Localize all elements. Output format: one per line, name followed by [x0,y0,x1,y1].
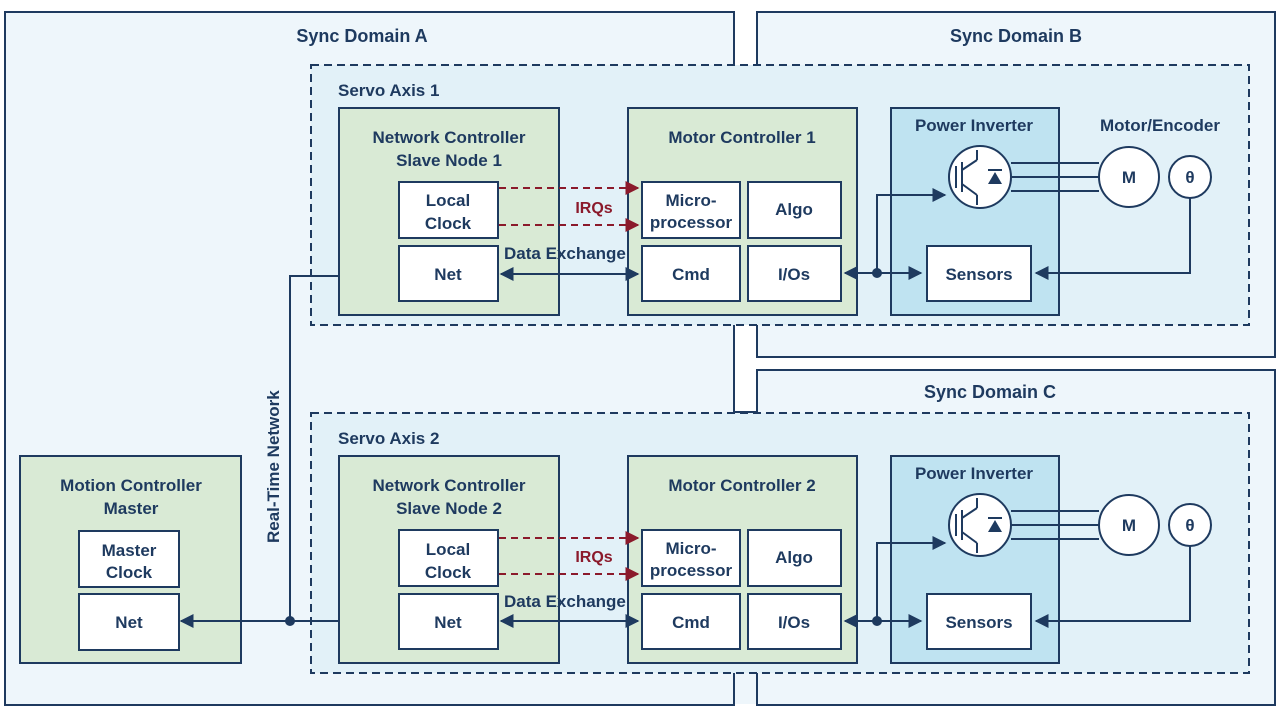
sensors-2 [926,593,1032,650]
ios-1 [747,245,842,302]
motor-encoder-label: Motor/Encoder [1100,116,1220,135]
micro-2-line1: Micro- [666,539,717,558]
algo-2-label: Algo [775,548,813,567]
axis-2-group: Network Controller Slave Node 2 Local Cl… [338,455,1212,664]
motor-2-icon [1098,494,1160,556]
nc2-title-line1: Network Controller [372,476,525,495]
master-clock-line2: Clock [106,563,153,582]
motor-2-label: M [1122,516,1136,535]
cmd-1-label: Cmd [672,265,710,284]
ios-2 [747,593,842,650]
ios-2-label: I/Os [778,613,810,632]
local-clock-2-line1: Local [426,540,470,559]
irqs-1-label: IRQs [575,200,612,217]
local-clock-2-line2: Clock [425,563,472,582]
igbt-2-icon [948,493,1012,557]
master-title-line1: Motion Controller [60,476,202,495]
axis-1-group: Network Controller Slave Node 1 Local Cl… [338,107,1220,316]
net-2-label: Net [434,613,462,632]
local-clock-2 [398,529,499,587]
servo-axis-2-label: Servo Axis 2 [338,429,439,448]
net-1-label: Net [434,265,462,284]
algo-1-label: Algo [775,200,813,219]
power-inverter-2-label: Power Inverter [915,464,1033,483]
motor-1-icon [1098,146,1160,208]
cmd-1 [641,245,741,302]
net-2 [398,593,499,650]
nc1-title-line2: Slave Node 1 [396,151,502,170]
nc2-title-line2: Slave Node 2 [396,499,502,518]
ios-inverter-1-link [876,188,947,273]
cmd-2-label: Cmd [672,613,710,632]
sync-domain-c-label: Sync Domain C [924,382,1056,402]
igbt-1-icon [948,145,1012,209]
sync-domain-b-label: Sync Domain B [950,26,1082,46]
sensors-1-label: Sensors [945,265,1012,284]
algo-2 [747,529,842,587]
encoder-1-label: θ [1185,168,1194,187]
micro-2-line2: processor [650,561,733,580]
master-net-label: Net [115,613,143,632]
algo-1 [747,181,842,239]
ios-1-label: I/Os [778,265,810,284]
encoder-2-feedback [1034,546,1191,628]
microprocessor-1 [641,181,741,239]
sensors-1 [926,245,1032,302]
master-clock-line1: Master [102,541,157,560]
real-time-network-label: Real-Time Network [264,390,283,543]
sync-domain-a-label: Sync Domain A [296,26,427,46]
servo-axis-1-label: Servo Axis 1 [338,81,439,100]
network-junction-dot [285,616,295,626]
motor-1-label: M [1122,168,1136,187]
cmd-2 [641,593,741,650]
microprocessor-2 [641,529,741,587]
micro-1-line1: Micro- [666,191,717,210]
nc1-title-line1: Network Controller [372,128,525,147]
ios-inverter-2-link [876,536,947,621]
power-inverter-1-label: Power Inverter [915,116,1033,135]
encoder-2-label: θ [1185,516,1194,535]
mc1-title: Motor Controller 1 [668,128,815,147]
net-1 [398,245,499,302]
local-clock-1-line1: Local [426,191,470,210]
micro-1-line2: processor [650,213,733,232]
sensors-2-label: Sensors [945,613,1012,632]
local-clock-1 [398,181,499,239]
local-clock-1-line2: Clock [425,214,472,233]
data-exchange-1-label: Data Exchange [504,244,626,263]
master-title-line2: Master [104,499,159,518]
mc2-title: Motor Controller 2 [668,476,815,495]
irqs-2-label: IRQs [575,549,612,566]
master-clock-box [78,530,180,588]
data-exchange-2-label: Data Exchange [504,592,626,611]
encoder-1-feedback [1034,198,1191,280]
master-net-box [78,593,180,651]
